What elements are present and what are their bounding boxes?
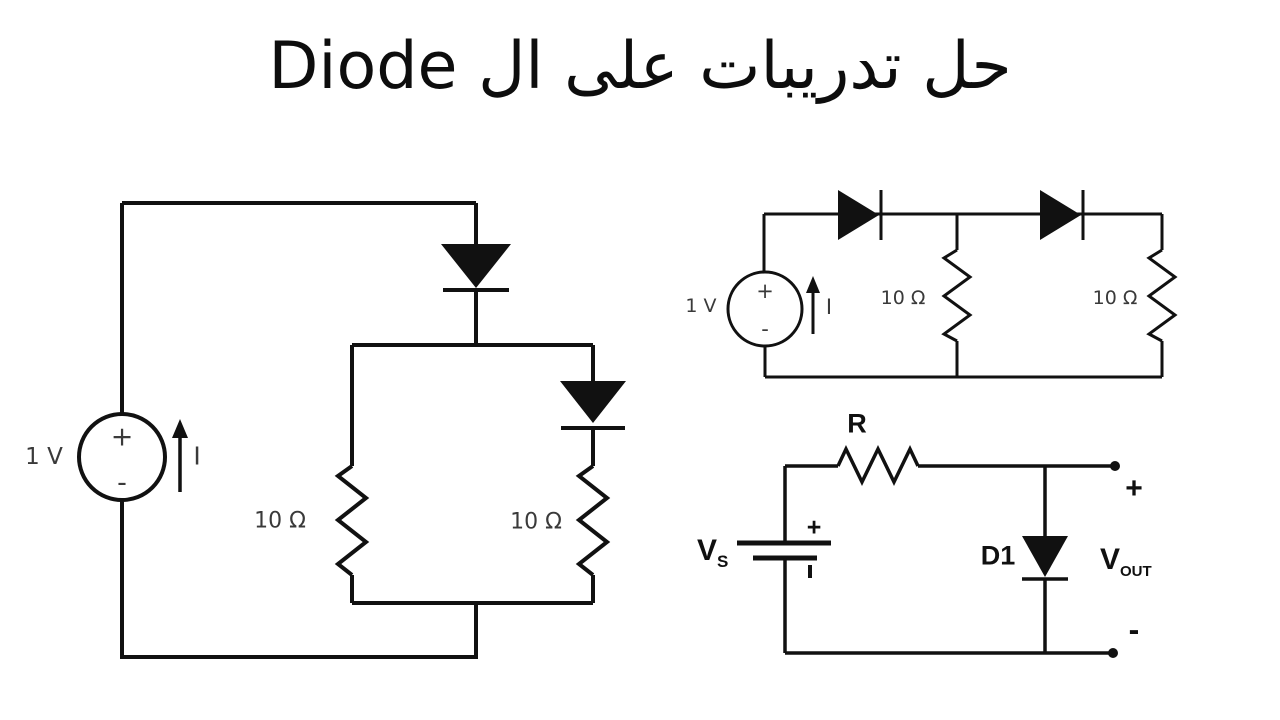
output-voltage-label: VOUT — [1100, 543, 1152, 580]
source-name-main: V — [697, 534, 718, 567]
arrow-head — [806, 276, 820, 293]
source-minus-label: - — [117, 467, 127, 499]
terminal-dot — [1110, 461, 1120, 471]
source-plus-label: + — [110, 421, 134, 453]
top-right-circuit-diagram — [726, 190, 1178, 379]
resistor-symbol — [575, 464, 611, 577]
output-voltage-main: V — [1100, 543, 1121, 576]
resistor-value-label: 10 Ω — [254, 508, 306, 534]
resistor-symbol — [1146, 248, 1178, 343]
current-arrow-icon — [172, 419, 188, 492]
terminal-dot — [1108, 648, 1118, 658]
source-voltage-label: 1 V — [25, 444, 63, 470]
diode-symbol — [838, 190, 879, 240]
source-minus-label: - — [761, 317, 769, 341]
current-label: I — [825, 295, 833, 319]
battery-plus-label: + — [806, 513, 822, 542]
page-title: حل تدريبات على ال Diode — [268, 29, 1012, 104]
resistor-name-label: R — [847, 408, 867, 439]
diode-symbol — [441, 244, 511, 288]
current-label: I — [193, 441, 201, 471]
resistor-symbol — [836, 444, 920, 487]
diode-symbol — [1022, 536, 1068, 577]
bottom-right-circuit-diagram — [737, 444, 1120, 658]
source-name-sub: S — [717, 552, 729, 571]
resistor-value-label: 10 Ω — [880, 287, 926, 309]
battery-negative-marker — [808, 565, 812, 578]
diode-name-label: D1 — [980, 540, 1016, 571]
left-circuit-diagram — [77, 201, 626, 659]
output-voltage-sub: OUT — [1120, 563, 1152, 580]
source-plus-label: + — [756, 279, 774, 303]
terminal-plus-label: + — [1125, 472, 1143, 505]
resistor-value-label: 10 Ω — [1092, 287, 1138, 309]
resistor-symbol — [941, 248, 973, 343]
resistor-value-label: 10 Ω — [510, 509, 562, 535]
wire — [120, 500, 478, 659]
current-arrow-icon — [806, 276, 820, 334]
terminal-minus-label: - — [1128, 611, 1140, 648]
diode-symbol — [560, 381, 626, 423]
diode-symbol — [1040, 190, 1081, 240]
resistor-symbol — [334, 464, 370, 577]
source-name-label: VS — [697, 534, 729, 571]
arrow-head — [172, 419, 188, 438]
source-voltage-label: 1 V — [685, 295, 717, 317]
